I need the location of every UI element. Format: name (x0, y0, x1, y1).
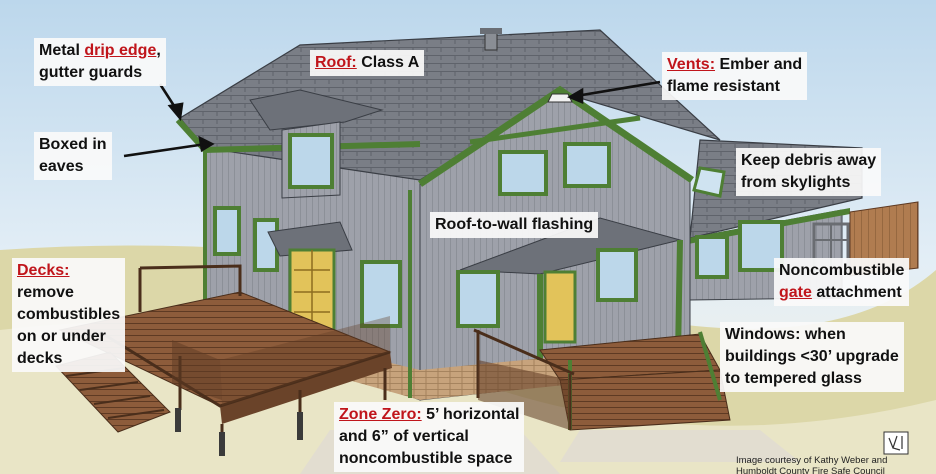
gable-window-right (563, 142, 611, 188)
left-window-3 (360, 260, 402, 328)
windows-line1: Windows: when (725, 326, 846, 343)
artist-mark (888, 435, 903, 451)
boxed-line2: eaves (39, 158, 84, 175)
dormer-roof (249, 89, 384, 131)
lower-window-right (596, 248, 638, 302)
door-awning (267, 221, 353, 257)
front-path (560, 430, 800, 462)
label-vents: Vents: Ember and flame resistant (662, 52, 808, 100)
gate-post: attachment (811, 284, 902, 301)
arrow-vents (575, 80, 661, 98)
vents-key: Vents: (667, 56, 716, 73)
gable-vent (547, 93, 573, 103)
drip-edge-pre: Metal (39, 42, 85, 59)
front-door (543, 270, 577, 344)
arrow-boxed-eaves-head (198, 135, 215, 153)
zone-zero-line2: and 6” of vertical (339, 428, 469, 445)
stair-treads (65, 367, 165, 419)
label-roof: Roof: Class A (310, 50, 425, 76)
gate-line1: Noncombustible (779, 262, 905, 279)
drip-edge-key: drip edge (84, 42, 157, 59)
zone-zero-line3: noncombustible space (339, 450, 513, 467)
roof-vent-pipe (484, 31, 498, 51)
porch-stairs (559, 369, 731, 431)
left-deck-edge (220, 352, 392, 424)
credit-line1: Image courtesy of Kathy Weber and (736, 455, 888, 466)
roof-key: Roof: (315, 54, 357, 71)
deck-piers (175, 408, 303, 456)
arrow-boxed-eaves (123, 142, 207, 158)
drip-edge-line2: gutter guards (39, 64, 143, 81)
deck-balusters-2 (220, 316, 390, 406)
image-credit: Image courtesy of Kathy Weber and Humbol… (736, 455, 887, 474)
french-door-panes (294, 250, 330, 332)
decks-line3: combustibles (17, 306, 121, 323)
flashing-text: Roof-to-wall flashing (435, 216, 594, 233)
skylight (692, 166, 726, 198)
label-gate: Noncombustible gate attachment (774, 258, 910, 306)
label-boxed-eaves: Boxed in eaves (34, 132, 112, 180)
wood-fence (849, 201, 919, 277)
gable-trim (418, 85, 694, 187)
zone-zero-key: Zone Zero: (339, 406, 422, 423)
skylights-line1: Keep debris away (741, 152, 877, 169)
deck-balusters (172, 340, 222, 400)
vents-line2: flame resistant (667, 78, 780, 95)
left-window-1 (213, 206, 241, 256)
drip-edge-post: , (156, 42, 161, 59)
zone-zero-text: 5’ horizontal (421, 406, 520, 423)
right-wing-window-2 (695, 235, 729, 279)
decks-key: Decks: (17, 262, 70, 279)
skylights-line2: from skylights (741, 174, 851, 191)
roof-text: Class A (356, 54, 420, 71)
windows-line3: to tempered glass (725, 370, 862, 387)
gable-beam (469, 115, 641, 145)
decks-line4: on or under (17, 328, 106, 345)
gate-key: gate (779, 284, 812, 301)
artist-mark-box (883, 431, 909, 455)
arrow-drip-edge-head (167, 102, 184, 122)
annotation-arrows (123, 80, 661, 158)
roof-vent-cap (480, 28, 502, 34)
upper-left-window (288, 133, 334, 189)
decks-line2: remove (17, 284, 74, 301)
decks-line5: decks (17, 350, 63, 367)
windows-line2: buildings <30’ upgrade (725, 348, 899, 365)
arrow-vents-head (567, 87, 584, 104)
porch-rail-balusters (478, 360, 570, 430)
credit-line2: Humboldt County Fire Safe Council (736, 466, 885, 474)
gable-window-left (498, 150, 548, 196)
label-decks: Decks: remove combustibles on or under d… (12, 258, 126, 372)
vents-text: Ember and (715, 56, 803, 73)
boxed-line1: Boxed in (39, 136, 107, 153)
label-flashing: Roof-to-wall flashing (430, 212, 599, 238)
left-window-2 (253, 218, 279, 272)
lower-window-left (456, 270, 500, 328)
label-windows: Windows: when buildings <30’ upgrade to … (720, 322, 904, 392)
label-zone-zero: Zone Zero: 5’ horizontal and 6” of verti… (334, 402, 525, 472)
label-drip-edge: Metal drip edge, gutter guards (34, 38, 166, 86)
label-skylights: Keep debris away from skylights (736, 148, 882, 196)
